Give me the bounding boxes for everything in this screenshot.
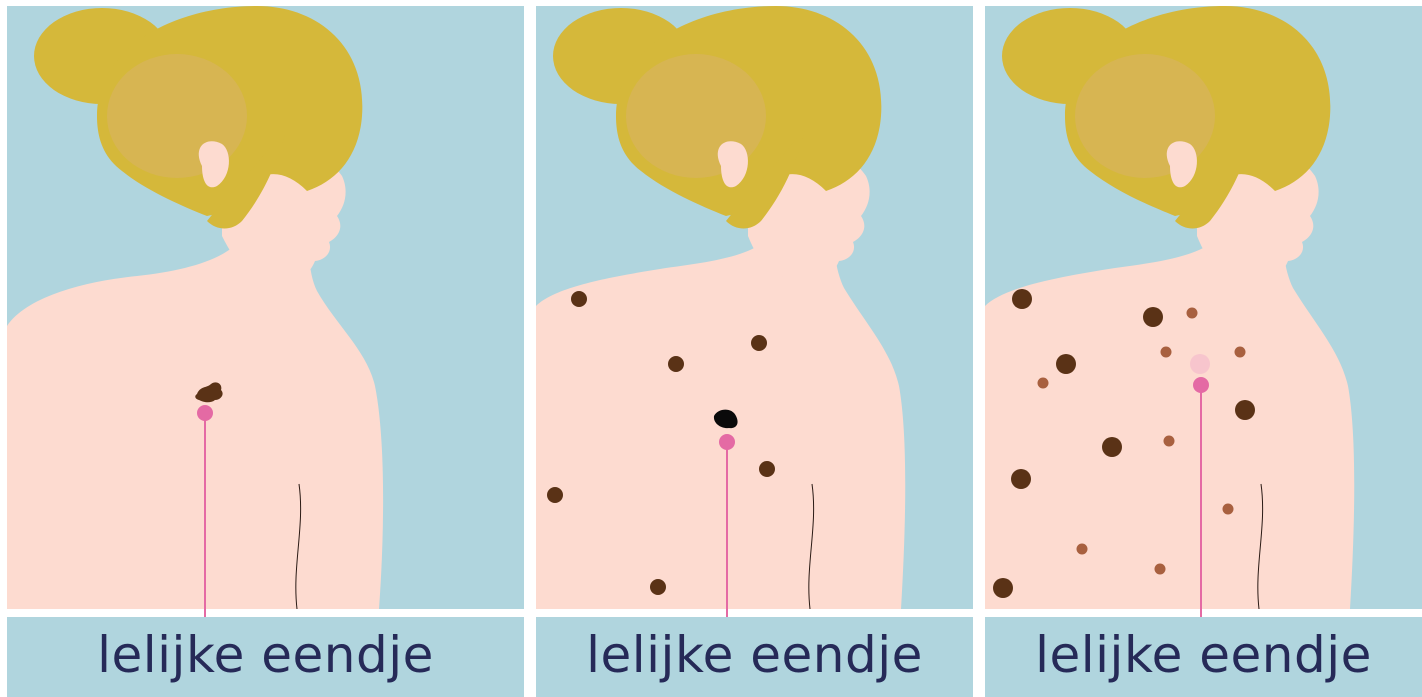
scene	[7, 6, 524, 609]
woman-back-illustration	[536, 6, 973, 609]
scene	[985, 6, 1422, 609]
mole	[1102, 437, 1122, 457]
mole	[1235, 347, 1246, 358]
caption-text: lelijke eendje	[985, 620, 1422, 690]
pale-pink-mole	[1190, 354, 1210, 374]
pointer-line	[726, 442, 728, 631]
mole	[1077, 544, 1088, 555]
mole	[547, 487, 563, 503]
mole	[1235, 400, 1255, 420]
pointer-line	[1200, 385, 1202, 631]
mole	[1155, 564, 1166, 575]
woman-back-illustration	[985, 6, 1422, 609]
woman-back-illustration	[7, 6, 524, 609]
panel-single-mole: lelijke eendje	[7, 0, 524, 697]
scene	[536, 6, 973, 609]
mole	[668, 356, 684, 372]
mole	[759, 461, 775, 477]
mole	[1012, 289, 1032, 309]
mole	[571, 291, 587, 307]
mole	[1038, 378, 1049, 389]
mole	[650, 579, 666, 595]
panel-black-mole: lelijke eendje	[536, 0, 973, 697]
mole	[751, 335, 767, 351]
pointer-line	[204, 413, 206, 631]
mole	[1056, 354, 1076, 374]
caption-text: lelijke eendje	[536, 620, 973, 690]
panel-pale-mole: lelijke eendje	[985, 0, 1422, 697]
mole	[993, 578, 1013, 598]
mole	[1223, 504, 1234, 515]
mole	[1011, 469, 1031, 489]
mole	[1187, 308, 1198, 319]
mole	[1164, 436, 1175, 447]
mole	[1161, 347, 1172, 358]
caption-text: lelijke eendje	[7, 620, 524, 690]
mole	[1143, 307, 1163, 327]
